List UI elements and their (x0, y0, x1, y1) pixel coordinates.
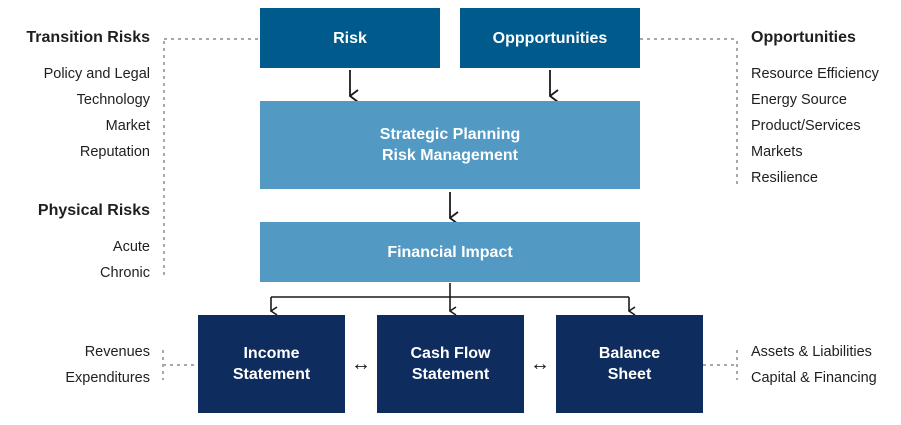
strategic-planning-box: Strategic Planning Risk Management (260, 101, 640, 189)
opportunities-item-product-services: Product/Services (751, 118, 861, 134)
transition-item-policy: Policy and Legal (43, 66, 150, 82)
risk-label: Risk (333, 29, 367, 47)
risk-box: Risk (260, 8, 440, 68)
risk-management-label: Risk Management (381, 147, 519, 164)
financial-impact-box: Financial Impact (260, 222, 640, 282)
bidirectional-arrow-income-cashflow: ↔ (351, 353, 371, 375)
transition-item-market: Market (105, 118, 150, 134)
transition-item-reputation: Reputation (79, 144, 150, 160)
physical-item-chronic: Chronic (100, 265, 150, 281)
opportunities-item-markets: Markets (751, 144, 803, 160)
income-label: Income (243, 345, 300, 362)
balance-sheet-label: Sheet (607, 366, 652, 383)
physical-risks-heading: Physical Risks (37, 202, 150, 219)
bidirectional-arrow-cashflow-balance: ↔ (530, 353, 550, 375)
income-statement-box: Income Statement (198, 315, 345, 413)
opportunities-item-resource-efficiency: Resource Efficiency (751, 66, 879, 82)
balance-item-capital-financing: Capital & Financing (751, 370, 877, 386)
physical-item-acute: Acute (112, 239, 150, 255)
balance-sheet-box: Balance Sheet (556, 315, 703, 413)
cash-flow-statement-box: Cash Flow Statement (377, 315, 524, 413)
opportunities-item-energy-source: Energy Source (751, 92, 847, 108)
opportunities-box: Oppportunities (460, 8, 640, 68)
opportunities-heading: Opportunities (751, 29, 856, 46)
opportunities-label: Oppportunities (492, 29, 608, 47)
cash-flow-label: Cash Flow (410, 345, 491, 362)
transition-item-technology: Technology (76, 92, 150, 108)
income-statement-label: Statement (232, 366, 311, 383)
transition-risks-heading: Transition Risks (26, 29, 150, 46)
income-item-expenditures: Expenditures (65, 370, 150, 386)
balance-label: Balance (598, 345, 661, 362)
cash-flow-statement-label: Statement (411, 366, 490, 383)
opportunities-item-resilience: Resilience (751, 170, 818, 186)
strategic-planning-label: Strategic Planning (379, 126, 521, 143)
balance-item-assets-liabilities: Assets & Liabilities (751, 344, 872, 360)
income-item-revenues: Revenues (84, 344, 150, 360)
financial-impact-label: Financial Impact (387, 243, 513, 261)
